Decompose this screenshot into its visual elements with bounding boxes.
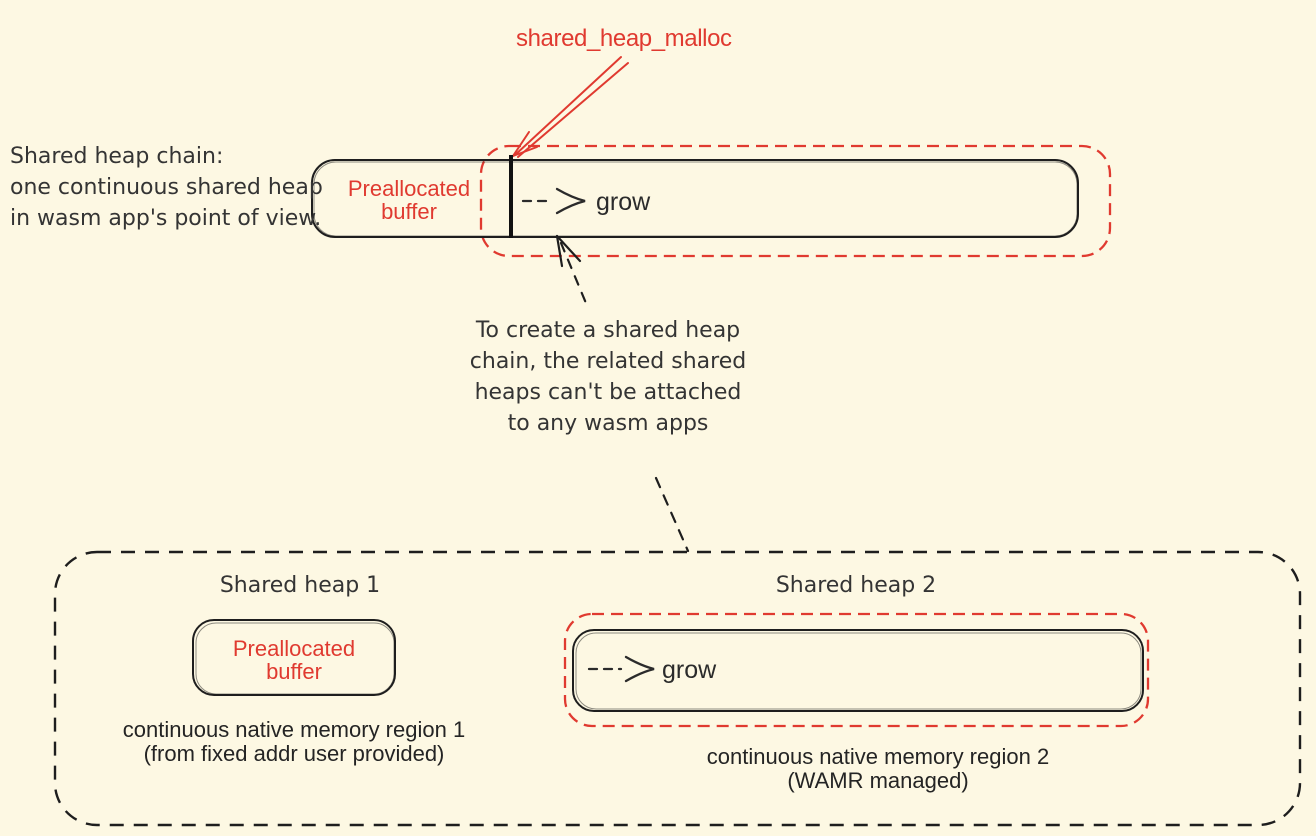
intro-text: Shared heap chain: one continuous shared… [10,141,323,234]
heap2-caption-line-2: (WAMR managed) [787,768,969,793]
heap1-title: Shared heap 1 [219,573,381,598]
intro-line-1: Shared heap chain: [10,144,224,169]
chain-grow-label: grow [596,188,651,216]
heap2-box [572,629,1144,712]
heap2-grow-label: grow [662,656,717,684]
chain-prealloc-line-2: buffer [381,199,437,224]
heap1-prealloc-line-2: buffer [266,659,322,684]
grow-arrow-heap2 [587,655,655,683]
malloc-label: shared_heap_malloc [516,25,732,52]
note-pointer-arrow [555,234,590,310]
chain-heap-box-sketch-stroke [313,161,1078,237]
heap1-prealloc-label: Preallocated buffer [193,637,395,683]
chain-prealloc-line-1: Preallocated [347,176,471,201]
heap1-box-sketch-stroke [195,622,395,695]
heap1-caption-line-2: (from fixed addr user provided) [143,741,445,766]
heap1-prealloc-line-1: Preallocated [232,636,356,661]
heap1-caption: continuous native memory region 1 (from … [114,718,474,766]
heap2-box-sketch-stroke [575,632,1142,710]
heap2-caption: continuous native memory region 2 (WAMR … [698,745,1058,793]
intro-line-3: in wasm app's point of view. [10,206,322,231]
note-text: To create a shared heap chain, the relat… [469,318,747,436]
heap2-caption-line-1: continuous native memory region 2 [706,744,1050,769]
heap1-caption-line-1: continuous native memory region 1 [122,717,466,742]
grow-arrow-chain [521,187,586,215]
heap-group-dashed-outline [53,550,1302,827]
chain-heap-box [311,159,1079,238]
heap2-dashed-outline [563,612,1150,728]
chain-prealloc-label: Preallocated buffer [311,177,507,223]
note-to-group-connector [654,476,690,553]
intro-line-2: one continuous shared heap [10,175,323,200]
malloc-arrow [512,56,629,158]
heap1-box [192,619,396,696]
heap2-title: Shared heap 2 [775,573,937,598]
chain-dashed-outline [479,144,1112,258]
